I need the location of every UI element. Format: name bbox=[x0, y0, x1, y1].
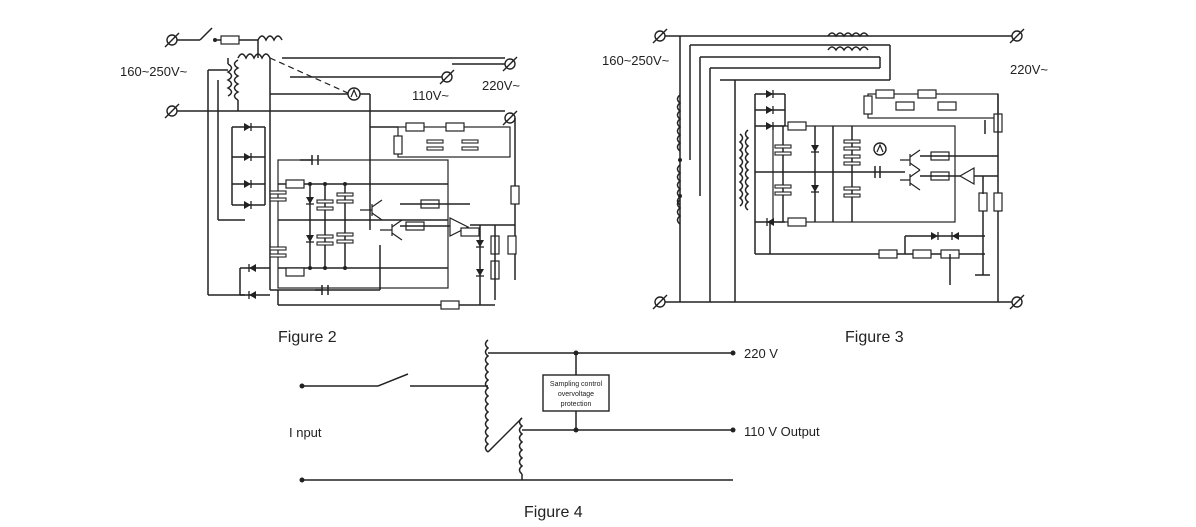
fig3-input-label: 160~250V~ bbox=[602, 53, 670, 68]
output-220v-terminal-top bbox=[502, 56, 518, 72]
output-110v-terminal bbox=[439, 69, 455, 85]
fig2-input-label: 160~250V~ bbox=[120, 64, 188, 79]
fig2-110v-label: 110V~ bbox=[412, 88, 449, 103]
sampling-control-box bbox=[542, 374, 610, 412]
input-terminal-bottom bbox=[164, 103, 180, 119]
input-terminal-top bbox=[652, 28, 668, 44]
output-220v-terminal-top bbox=[1009, 28, 1025, 44]
fig4-input-label: I nput bbox=[289, 425, 322, 440]
figure-2-schematic bbox=[164, 27, 520, 310]
fig3-220v-label: 220V~ bbox=[1010, 62, 1048, 77]
box-line-2: overvoltage bbox=[558, 391, 594, 398]
output-220v-terminal-bottom bbox=[1009, 294, 1025, 310]
fig4-caption: Figure 4 bbox=[524, 504, 583, 521]
input-terminal-bottom bbox=[652, 294, 668, 310]
fig3-caption: Figure 3 bbox=[845, 329, 904, 346]
box-line-1: Sampling control bbox=[550, 381, 603, 388]
input-terminal-top bbox=[164, 32, 180, 48]
fig4-110v-label: 110 V Output bbox=[744, 424, 820, 439]
figure-3-schematic bbox=[652, 28, 1025, 310]
fig2-caption: Figure 2 bbox=[278, 329, 337, 346]
box-line-3: protection bbox=[561, 401, 592, 408]
fig4-220v-label: 220 V bbox=[744, 346, 778, 361]
fig2-220v-label: 220V~ bbox=[482, 78, 520, 93]
figure-4-block-diagram: Sampling control overvoltage protection bbox=[299, 339, 736, 483]
